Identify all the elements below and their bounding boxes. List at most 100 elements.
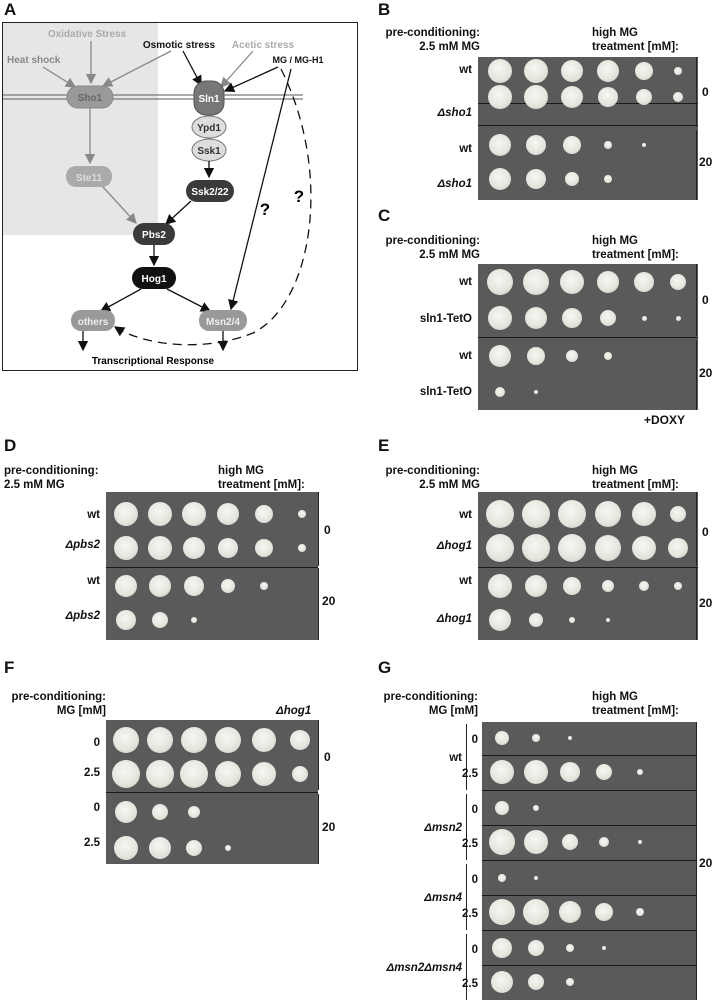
f-strain-label: Δhog1: [276, 705, 312, 717]
stimulus-osmotic: Osmotic stress: [143, 40, 216, 51]
colony-spot: [488, 574, 512, 598]
colony-spot: [489, 899, 515, 925]
f-precond-header: pre-conditioning:MG [mM]: [11, 691, 106, 717]
colony-spot: [675, 315, 681, 321]
f-treat-20: 20: [322, 820, 336, 834]
d-precond-header: pre-conditioning:2.5 mM MG: [4, 465, 99, 491]
stimulus-mg: MG / MG-H1: [273, 55, 324, 65]
colony-spot: [215, 727, 241, 753]
colony-spot: [495, 801, 509, 815]
colony-spot: [670, 274, 686, 290]
node-ste11: [66, 166, 112, 187]
e-row-mut-2: Δhog1: [436, 613, 472, 625]
g-strain-msn2: Δmsn2: [424, 822, 462, 834]
colony-spot: [255, 505, 273, 523]
colony-spot: [523, 269, 549, 295]
b-row-mut-1: Δsho1: [437, 107, 472, 119]
d-plate: [106, 492, 318, 640]
d-treat-20: 20: [322, 594, 336, 608]
b-row-mut-2: Δsho1: [437, 178, 472, 190]
svg-text:Ste11: Ste11: [76, 173, 103, 184]
colony-spot: [149, 575, 171, 597]
f-treat-0: 0: [324, 750, 331, 764]
colony-spot: [488, 59, 512, 83]
colony-spot: [492, 938, 512, 958]
colony-spot: [595, 903, 613, 921]
g-pre-25-1: 2.5: [462, 768, 478, 780]
c-row-mut-1: sln1-TetO: [419, 313, 472, 325]
node-msn: [199, 310, 247, 331]
colony-spot: [528, 940, 544, 956]
d-row-mut-2: Δpbs2: [65, 610, 100, 622]
svg-text:Hog1: Hog1: [142, 274, 167, 285]
colony-spot: [534, 390, 538, 394]
panel-label-d: D: [4, 436, 17, 455]
panel-label-e: E: [378, 436, 390, 455]
g-strain-wt: wt: [449, 752, 462, 764]
colony-spot: [526, 169, 546, 189]
svg-text:Sho1: Sho1: [78, 93, 103, 104]
colony-spot: [191, 617, 197, 623]
colony-spot: [490, 760, 514, 784]
colony-spot: [670, 506, 686, 522]
g-strain-double: Δmsn2Δmsn4: [386, 962, 462, 974]
colony-spot: [114, 502, 138, 526]
f-row-25-2: 2.5: [84, 837, 100, 849]
colony-spot: [524, 760, 548, 784]
colony-spot: [113, 727, 139, 753]
colony-spot: [642, 143, 646, 147]
svg-text:Sln1: Sln1: [198, 94, 220, 105]
colony-spot: [596, 764, 612, 780]
colony-spot: [597, 271, 619, 293]
colony-spot: [604, 141, 612, 149]
colony-spot: [565, 172, 579, 186]
colony-spot: [673, 92, 683, 102]
stimulus-oxidative: Oxidative Stress: [48, 29, 127, 40]
colony-spot: [522, 534, 550, 562]
colony-spot: [188, 806, 200, 818]
colony-spot: [181, 727, 207, 753]
c-treat-20: 20: [699, 366, 713, 380]
c-treat-0: 0: [702, 293, 709, 307]
colony-spot: [489, 134, 511, 156]
colony-spot: [599, 837, 609, 847]
question-mark-1: ?: [260, 200, 270, 219]
node-pbs2: [133, 223, 175, 245]
colony-spot: [252, 762, 276, 786]
g-pre-0-3: 0: [471, 874, 478, 886]
svg-text:others: others: [78, 317, 109, 328]
panel-label-f: F: [4, 658, 15, 677]
e-treat-20: 20: [699, 596, 713, 610]
colony-spot: [604, 175, 612, 183]
colony-spot: [225, 845, 231, 851]
g-pre-0-2: 0: [471, 804, 478, 816]
colony-spot: [183, 537, 205, 559]
c-row-mut-2: sln1-TetO: [419, 386, 472, 398]
colony-spot: [290, 730, 310, 750]
svg-text:Ssk2/22: Ssk2/22: [191, 187, 229, 198]
colony-spot: [533, 805, 539, 811]
b-treat-0: 0: [702, 85, 709, 99]
colony-spot: [634, 272, 654, 292]
question-mark-2: ?: [294, 187, 304, 206]
colony-spot: [489, 829, 515, 855]
node-ssk2: [186, 180, 234, 202]
svg-text:Ssk1: Ssk1: [197, 146, 221, 157]
panel-label-c: C: [378, 206, 391, 225]
colony-spot: [252, 728, 276, 752]
g-strain-msn4: Δmsn4: [424, 892, 462, 904]
g-pre-25-2: 2.5: [462, 838, 478, 850]
f-row-0-2: 0: [93, 802, 100, 814]
d-row-mut-1: Δpbs2: [65, 539, 100, 551]
colony-spot: [600, 310, 616, 326]
colony-spot: [595, 501, 621, 527]
colony-spot: [635, 62, 653, 80]
colony-spot: [148, 536, 172, 560]
colony-spot: [632, 536, 656, 560]
colony-spot: [638, 840, 642, 844]
e-plate: [478, 492, 698, 640]
colony-spot: [597, 60, 619, 82]
g-treat-20: 20: [699, 856, 713, 870]
